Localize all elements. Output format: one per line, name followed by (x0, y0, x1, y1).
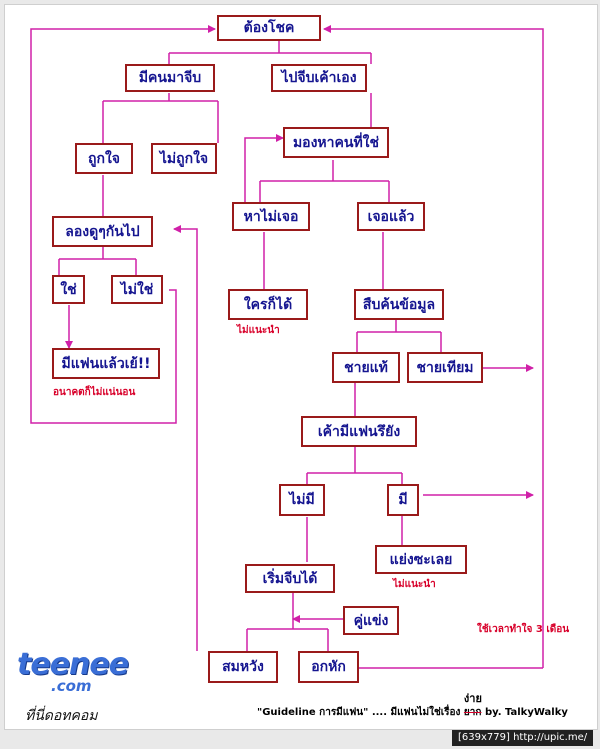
note-future-uncertain: อนาคตก็ไม่แน่นอน (53, 387, 136, 398)
connector-courted-split (102, 93, 219, 143)
caption-correction: ง่าย ยาก (463, 692, 482, 720)
node-anyone: ใครก็ได้ (228, 289, 308, 320)
connector-start-split (246, 593, 329, 651)
node-fake-man: ชายเทียม (407, 352, 483, 383)
node-not-found: หาไม่เจอ (232, 202, 310, 231)
node-snatch: แย่งซะเลย (375, 545, 467, 574)
connector-layer (30, 25, 544, 669)
connector-right-loop (323, 25, 544, 668)
node-try-dating: ลองดูๆกันไป (52, 216, 153, 247)
node-rival: คู่แข่ง (343, 606, 399, 635)
note-takes-3-months: ใช้เวลาทำใจ 3 เดือน (477, 624, 570, 635)
node-has-partner: เค้ามีแฟนรึยัง (301, 416, 417, 447)
node-yes: ใช่ (52, 275, 85, 304)
connector-notfound-back (244, 134, 284, 205)
connector-root-split (168, 41, 372, 64)
connector-heartbreak-back (173, 225, 198, 651)
caption-guideline-text: "Guideline การมีแฟน" .... มีแฟนไม่ใช่เรื… (257, 707, 461, 718)
node-no: ไม่ใช่ (111, 275, 163, 304)
logo-domain: .com (51, 677, 92, 695)
connector-try-split (58, 247, 137, 275)
caption-inserted-word: ง่าย (463, 692, 482, 705)
connector-look-split (259, 160, 390, 202)
caption-guideline: "Guideline การมีแฟน" .... มีแฟนไม่ใช่เรื… (257, 692, 568, 720)
node-go-court: ไปจีบเค้าเอง (271, 64, 367, 92)
note-not-recommended-1: ไม่แนะนำ (237, 325, 280, 336)
node-has: มี (387, 484, 419, 516)
caption-author: by. TalkyWalky (484, 707, 568, 718)
node-real-man: ชายแท้ (332, 352, 400, 383)
node-start-courting: เริ่มจีบได้ (245, 564, 335, 593)
node-need-luck: ต้องโชค (217, 15, 321, 41)
connector-no-back (30, 25, 216, 424)
node-dislike: ไม่ถูกใจ (151, 143, 217, 174)
logo-tagline: ที่นี่ดอทคอม (25, 708, 98, 724)
connector-investigate-split (356, 320, 442, 352)
node-none: ไม่มี (279, 484, 325, 516)
node-got-partner: มีแฟนแล้วเย้!! (52, 348, 160, 379)
teenee-logo: teenee .com ที่นี่ดอทคอม (13, 641, 129, 731)
flowchart-canvas: ต้องโชค มีคนมาจีบ ไปจีบเค้าเอง ถูกใจ ไม่… (4, 4, 598, 730)
node-investigate: สืบค้นข้อมูล (354, 289, 444, 320)
node-like: ถูกใจ (75, 143, 133, 174)
node-look-for-one: มองหาคนที่ใช่ (283, 127, 389, 158)
node-heartbreak: อกหัก (298, 651, 359, 683)
note-not-recommended-2: ไม่แนะนำ (393, 579, 436, 590)
image-host-footer: [639x779] http://upic.me/ (452, 730, 594, 746)
logo-brand: teenee (17, 647, 129, 682)
node-success: สมหวัง (208, 651, 278, 683)
caption-struck-word: ยาก (463, 707, 482, 718)
node-someone-courts: มีคนมาจีบ (125, 64, 215, 92)
node-found: เจอแล้ว (357, 202, 425, 231)
connector-has-split (306, 447, 403, 484)
